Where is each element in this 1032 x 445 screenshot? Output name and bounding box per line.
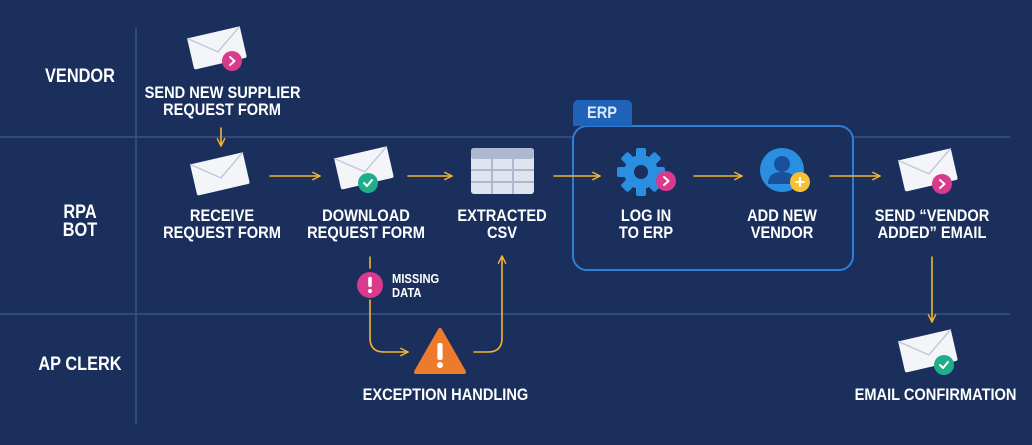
node-label-login: LOG IN TO ERP xyxy=(569,207,724,241)
node-label-line: EXCEPTION HANDLING xyxy=(362,385,529,404)
node-label-add-vendor: ADD NEW VENDOR xyxy=(705,207,860,241)
arrow-badge-icon xyxy=(222,51,242,71)
note-label-line: DATA xyxy=(392,285,422,300)
note-label-line: MISSING xyxy=(392,271,440,286)
check-badge-icon xyxy=(934,355,954,375)
node-label-line: SEND NEW SUPPLIER xyxy=(144,83,301,102)
erp-tab-label: ERP xyxy=(586,103,618,122)
arrow-badge-icon xyxy=(656,171,676,191)
arrow-badge-icon xyxy=(932,174,952,194)
node-label-send-request: SEND NEW SUPPLIER REQUEST FORM xyxy=(144,83,301,119)
node-label-line: LOG IN xyxy=(620,206,672,225)
node-label-extracted: EXTRACTED CSV xyxy=(425,207,580,241)
node-label-line: EMAIL CONFIRMATION xyxy=(854,385,1017,404)
envelope-icon xyxy=(189,151,250,196)
node-label-line: SEND “VENDOR xyxy=(874,206,990,225)
node-label-line: ADD NEW xyxy=(747,206,817,225)
node-label-line: EXTRACTED xyxy=(457,206,547,225)
node-label-line: REQUEST FORM xyxy=(163,223,281,242)
node-label-exception: EXCEPTION HANDLING xyxy=(362,385,529,404)
spreadsheet-icon xyxy=(471,148,534,194)
missing-data-label: MISSING DATA xyxy=(392,272,461,300)
plus-badge-icon xyxy=(790,172,810,192)
lane-label-rpa-bot: RPA BOT xyxy=(28,202,131,241)
warning-icon xyxy=(414,328,466,374)
exclamation-icon xyxy=(357,272,383,298)
node-label-confirmation: EMAIL CONFIRMATION xyxy=(854,385,1017,404)
lane-label-line: AP CLERK xyxy=(38,354,122,375)
lane-label-line: VENDOR xyxy=(45,66,115,87)
erp-tab xyxy=(573,100,632,126)
node-label-line: TO ERP xyxy=(618,223,674,242)
erp-container xyxy=(572,125,854,271)
node-label-line: CSV xyxy=(486,223,518,242)
lane-label-ap-clerk: AP CLERK xyxy=(28,354,131,375)
node-label-line: ADDED” EMAIL xyxy=(877,223,987,242)
node-label-send-email: SEND “VENDOR ADDED” EMAIL xyxy=(855,207,1010,241)
node-label-receive: RECEIVE REQUEST FORM xyxy=(145,207,300,241)
lane-label-line: BOT xyxy=(62,220,98,241)
lane-label-line: RPA xyxy=(63,202,97,223)
node-label-line: REQUEST FORM xyxy=(307,223,425,242)
node-label-download: DOWNLOAD REQUEST FORM xyxy=(289,207,444,241)
arrow-missing-to-exception xyxy=(369,299,409,357)
gear-arrow-icon xyxy=(617,148,665,196)
check-badge-icon xyxy=(358,173,378,193)
node-label-line: DOWNLOAD xyxy=(322,206,410,225)
arrow-exception-to-extracted xyxy=(473,255,507,353)
node-label-line: RECEIVE xyxy=(189,206,255,225)
node-label-line: REQUEST FORM xyxy=(163,100,281,119)
lane-label-vendor: VENDOR xyxy=(28,66,131,87)
node-label-line: VENDOR xyxy=(750,223,814,242)
envelope-check-icon xyxy=(333,145,394,190)
